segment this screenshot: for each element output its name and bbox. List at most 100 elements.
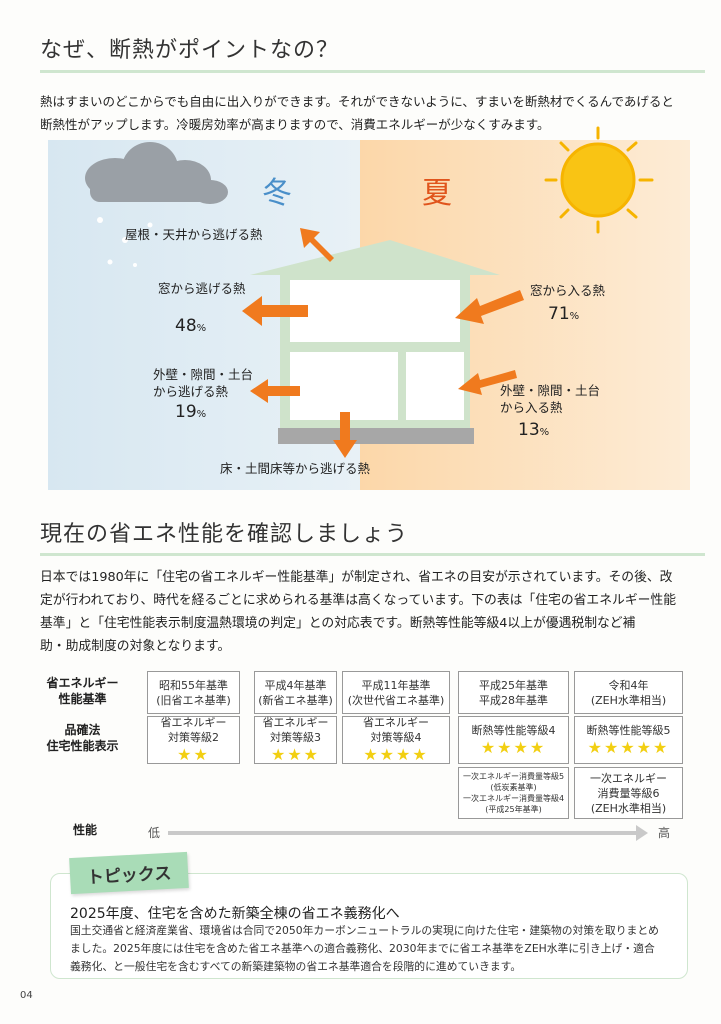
topics-heading: 2025年度、住宅を含めた新築全棟の省エネ義務化へ [70,906,400,922]
star-rating: ★★★ [270,745,321,764]
cell-line: 令和4年 [608,678,649,692]
performance-arrow-line [168,831,638,835]
header-line: 省エネルギー [46,676,119,690]
cell-line: 省エネルギー [262,716,329,729]
intro-text: 熱はすまいのどこからでも自由に出入りができます。それができないように、すまいを断… [40,90,710,136]
label-line: 外壁・隙間・土台 [500,383,601,398]
summer-window-percent: 71% [548,304,579,324]
low-label: 低 [148,826,161,840]
standard-cell: 令和4年(ZEH水準相当) [574,671,683,714]
cell-line: 対策等級4 [370,731,422,744]
star-rating: ★★ [177,745,210,764]
cell-line: (平成25年基準) [485,805,542,814]
cell-line: 一次エネルギー消費量等級5 [462,772,565,781]
star-rating: ★★★★★ [587,737,670,757]
sun-icon [544,126,654,234]
title-rule [40,553,705,556]
primary-energy-cell: 一次エネルギー消費量等級5 (低炭素基準) 一次エネルギー消費量等級4 (平成25年基… [458,767,569,819]
summer-wall-percent: 13% [518,420,549,440]
cell-line: 省エネルギー [160,716,227,729]
cell-line: (ZEH水準相当) [590,801,667,815]
cell-line: 消費量等級6 [597,786,660,800]
cell-line: 平成28年基準 [479,693,548,707]
body-line: 基準」と「住宅性能表示制度温熱環境の判定」との対応表です。断熱等性能等級4以上が… [40,616,636,631]
cell-line: 省エネルギー [363,716,429,729]
winter-label: 冬 [262,176,292,211]
label-line: 外壁・隙間・土台 [153,367,254,382]
header-line: 品確法 [64,723,101,737]
grade-cell: 省エネルギー対策等級4★★★★ [342,716,450,764]
cloud-icon [85,142,228,204]
floor-heat-label: 床・土間床等から逃げる熱 [220,461,371,476]
body-line: ました。2025年度には住宅を含めた省エネ基準への適合義務化、2030年までに省… [70,942,655,955]
cell-line: (新省エネ基準) [258,693,333,707]
cell-line: (次世代省エネ基準) [347,693,445,707]
house [250,240,500,444]
cell-line: 対策等級3 [270,731,321,744]
summer-label: 夏 [422,176,452,211]
standard-cell: 平成25年基準平成28年基準 [458,671,569,714]
percent-value: 13 [518,420,540,440]
summer-wall-arrow [458,370,517,395]
intro-line: 断熱性がアップします。冷暖房効率が高まりますので、消費エネルギーが少なくすみます… [40,117,550,132]
topics-tag: トピックス [69,851,189,895]
cell-line: 平成4年基準 [264,678,327,692]
high-label: 高 [658,826,671,840]
page-number: 04 [20,990,33,1001]
cell-line: 対策等級2 [168,731,219,744]
roof-heat-arrow [300,228,334,262]
grade-cell: 省エネルギー対策等級3★★★ [254,716,337,764]
energy-body-text: 日本では1980年に「住宅の省エネルギー性能基準」が制定され、省エネの目安が示さ… [40,566,710,658]
standard-cell: 平成11年基準(次世代省エネ基準) [342,671,450,714]
winter-window-percent: 48% [175,316,206,336]
cell-line: (低炭素基準) [490,783,537,792]
section-title-energy: 現在の省エネ性能を確認しましょう [40,522,409,547]
section-title-insulation: なぜ、断熱がポイントなの？ [40,38,340,63]
winter-wall-arrow [250,379,300,403]
cell-line: 平成11年基準 [361,678,431,692]
cell-line: 断熱等性能等級4 [471,723,556,737]
cell-line: 平成25年基準 [479,678,548,692]
topics-body: 国土交通省と経済産業省、環境省は合同で2050年カーボンニュートラルの実現に向け… [70,922,690,976]
percent-unit: % [539,427,550,438]
cell-line: 一次エネルギー消費量等級4 [462,794,565,803]
star-rating: ★★★★ [363,745,429,764]
row-header-performance: 性能 [72,823,97,837]
standard-cell: 昭和55年基準(旧省エネ基準) [147,671,240,714]
percent-unit: % [196,323,207,334]
floor-arrow [333,412,357,458]
intro-line: 熱はすまいのどこからでも自由に出入りができます。それができないように、すまいを断… [40,94,674,109]
summer-window-arrow [455,290,524,324]
summer-window-label: 窓から入る熱 [530,283,606,298]
grade-cell: 断熱等性能等級4★★★★ [458,716,569,764]
heat-arrows [242,228,524,458]
body-line: 日本では1980年に「住宅の省エネルギー性能基準」が制定され、省エネの目安が示さ… [40,570,673,585]
winter-wall-percent: 19% [175,402,206,422]
body-line: 定が行われており、時代を経るごとに求められる基準は高くなっています。下の表は「住… [40,593,677,608]
percent-value: 19 [175,402,197,422]
cell-line: 一次エネルギー [590,771,667,785]
body-line: 義務化、と一般住宅を含むすべての新築建築物の省エネ基準適合を段階的に進めていきま… [70,960,522,973]
body-line: 助・助成制度の対象となります。 [40,639,231,654]
topics-box [50,873,688,979]
snow-icon [97,217,153,267]
cell-line: 昭和55年基準 [159,678,228,692]
standard-cell: 平成4年基準(新省エネ基準) [254,671,337,714]
percent-value: 71 [548,304,570,324]
grade-cell: 断熱等性能等級5★★★★★ [574,716,683,764]
row-header-law: 品確法住宅性能表示 [40,722,125,754]
cell-line: 断熱等性能等級5 [586,723,671,737]
winter-window-label: 窓から逃げる熱 [158,281,246,296]
percent-value: 48 [175,316,197,336]
winter-window-arrow [242,296,308,326]
label-line: から入る熱 [500,400,563,415]
winter-wall-label: 外壁・隙間・土台から逃げる熱 [153,366,253,400]
body-line: 国土交通省と経済産業省、環境省は合同で2050年カーボンニュートラルの実現に向け… [70,924,659,937]
cell-line: (旧省エネ基準) [156,693,231,707]
label-line: から逃げる熱 [153,384,229,399]
header-line: 住宅性能表示 [46,739,119,753]
header-line: 性能基準 [58,692,107,706]
cell-line: (ZEH水準相当) [590,693,667,707]
percent-unit: % [569,311,580,322]
